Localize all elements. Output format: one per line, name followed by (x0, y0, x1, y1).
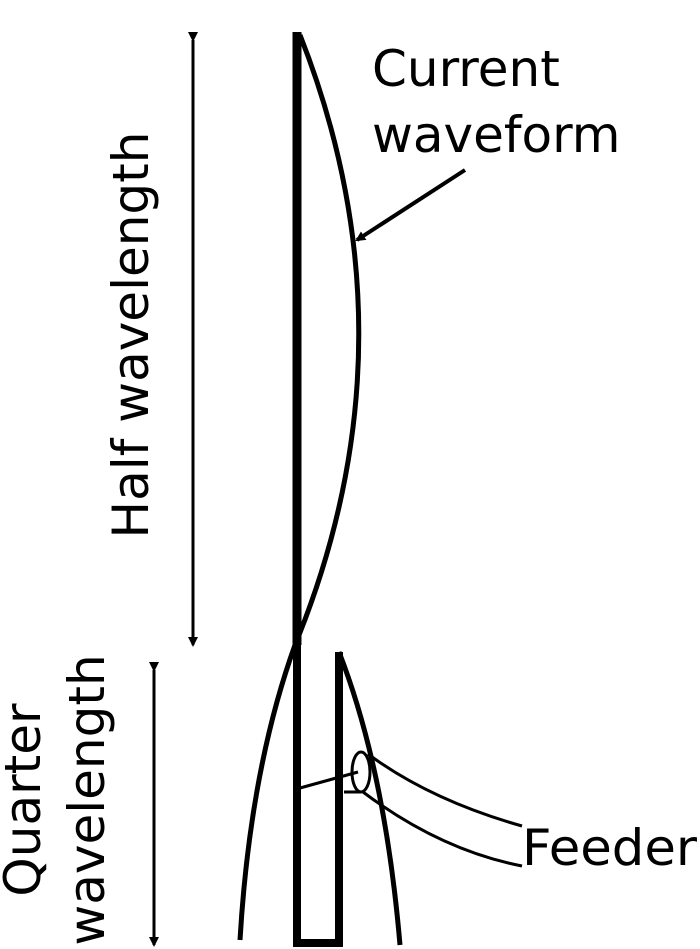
current-waveform-curve (292, 34, 362, 646)
quarter-wavelength-label-line2: wavelength (58, 654, 116, 945)
lower-waveform-curve-right (336, 651, 403, 946)
feeder-label: Feeder (522, 819, 697, 877)
quarter-wave-sleeve (293, 645, 343, 947)
waveform-pointer-arrow (355, 168, 467, 242)
quarter-wavelength-label-line1: Quarter (0, 703, 52, 897)
half-wavelength-label: Half wavelength (102, 132, 160, 539)
current-waveform-label-line2: waveform (372, 106, 620, 164)
current-waveform-label-line1: Current (372, 40, 560, 98)
feeder-cable-lower (362, 790, 523, 868)
feeder-cable-upper (367, 752, 523, 828)
lower-waveform-curve-left (237, 644, 298, 941)
feeder-inner-conductor (299, 770, 359, 790)
